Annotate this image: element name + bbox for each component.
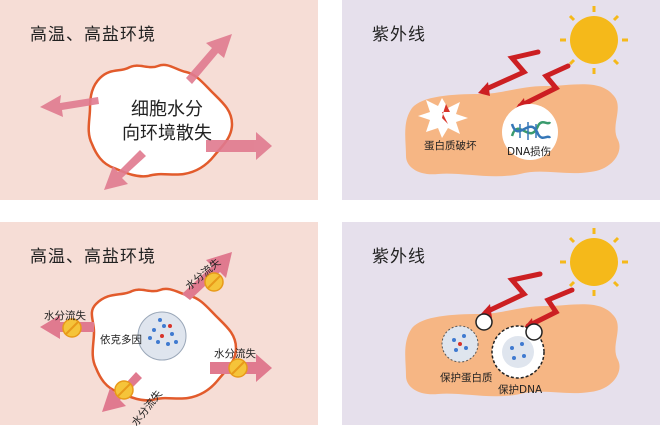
sun-icon — [560, 228, 628, 296]
protected-protein-icon — [441, 325, 479, 363]
water-loss-label-right: 水分流失 — [214, 348, 256, 360]
sun-icon — [560, 6, 628, 74]
water-loss-label-left: 水分流失 — [44, 310, 86, 322]
protect-dna-label: 保护DNA — [498, 384, 543, 396]
cell-body — [87, 63, 234, 178]
dna-icon — [502, 104, 558, 160]
ectoine-molecule-icon — [137, 311, 187, 361]
cell-label: 细胞水分 向环境散失 — [112, 98, 222, 146]
panel-title: 高温、高盐环境 — [30, 247, 156, 267]
protected-cell-diagram — [40, 252, 272, 412]
cell-label-line1: 细胞水分 — [131, 99, 203, 120]
arrow-out-right — [206, 132, 272, 160]
panel-title: 紫外线 — [372, 247, 426, 267]
arrow-out-downleft — [104, 150, 146, 190]
protein-damage-label: 蛋白质破坏 — [424, 140, 477, 152]
uv-ray-2 — [517, 63, 571, 109]
uv-ray-1 — [483, 271, 543, 315]
ectoine-shield-icon-1 — [475, 313, 493, 331]
panel-uv-damage: 紫外线 — [342, 0, 660, 200]
panel-title: 高温、高盐环境 — [30, 25, 156, 45]
ectoine-label: 依克多因 — [100, 334, 142, 346]
panel-heat-salt-protection: 高温、高盐环境 — [0, 222, 318, 429]
cell-diagram — [40, 34, 272, 190]
uv-ray-1 — [481, 49, 541, 93]
protect-protein-label: 保护蛋白质 — [440, 372, 493, 384]
ectoine-shield-icon-2 — [525, 323, 543, 341]
panel-heat-salt-damage: 高温、高盐环境 细胞水分 向环境散失 — [0, 0, 318, 200]
arrow-out-upright — [186, 34, 232, 84]
panel-uv-protection: 紫外线 — [342, 222, 660, 425]
uv-damage-diagram — [405, 6, 628, 177]
protein-damage-icon — [418, 98, 468, 138]
cell-label-line2: 向环境散失 — [122, 123, 212, 144]
uv-protection-diagram — [405, 228, 628, 397]
panel-title: 紫外线 — [372, 25, 426, 45]
arrow-out-left — [40, 95, 99, 117]
uv-ray-2 — [525, 287, 575, 329]
dna-damage-label: DNA损伤 — [507, 146, 552, 158]
